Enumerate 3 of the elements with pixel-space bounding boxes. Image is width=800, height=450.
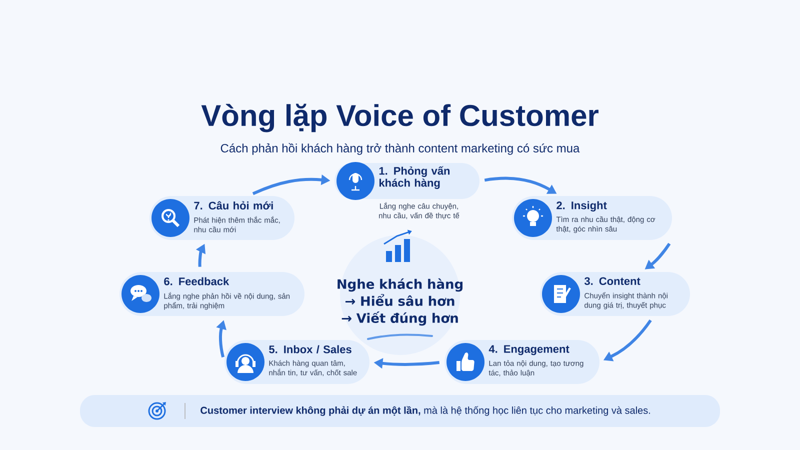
title: Vòng lặp Voice of Customer [201, 104, 598, 132]
footer-banner: Customer interview không phải dự án một lần, mà là hệ thống học liên tục cho marketing và sales. [80, 395, 720, 427]
subtitle: Cách phản hồi khách hàng trở thành content marketing có sức mua [220, 143, 580, 155]
